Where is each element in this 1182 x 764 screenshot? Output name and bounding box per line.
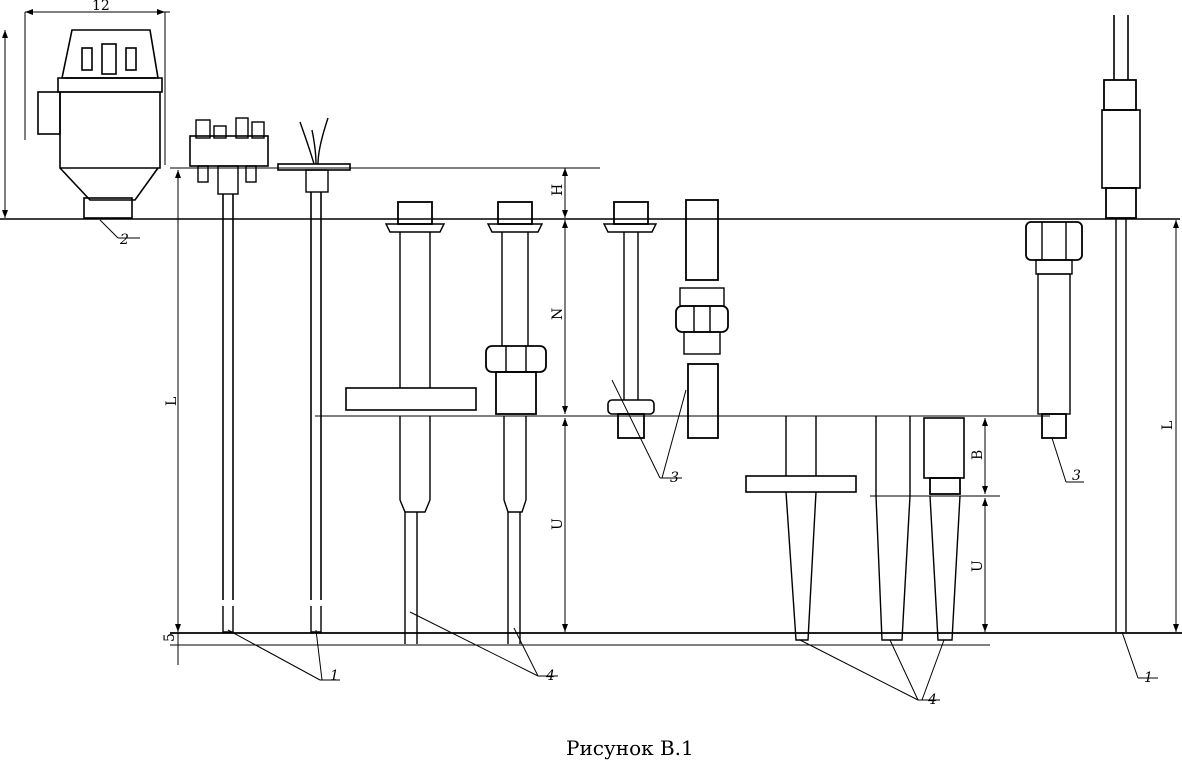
callout-2: 2 — [119, 232, 129, 248]
probe-short-nut — [602, 201, 658, 439]
dim-H: H — [550, 184, 566, 196]
probe-sleeve — [875, 416, 911, 641]
dim-head-width: 12 — [92, 0, 110, 14]
callout-3-right: 3 — [1072, 468, 1081, 484]
leader-lines — [227, 379, 1158, 701]
dimension-arrows — [2, 9, 1179, 632]
callout-1-left: 1 — [330, 668, 339, 684]
probe-coupling — [675, 199, 729, 439]
callout-3-mid: 3 — [670, 470, 679, 486]
figure-caption: Рисунок В.1 — [566, 736, 694, 760]
reference-lines — [0, 11, 1182, 646]
dim-U-left: U — [550, 518, 566, 530]
probe-terminal-block — [189, 117, 269, 633]
probe-flange — [345, 201, 477, 644]
probe-leads — [277, 117, 351, 633]
dimension-lines — [4, 30, 1177, 665]
callout-1-right: 1 — [1144, 670, 1153, 686]
probe-compression — [1025, 221, 1083, 439]
probe-threaded — [923, 417, 965, 641]
dim-five: 5 — [162, 633, 178, 642]
dim-N: N — [550, 308, 566, 320]
dim-B: B — [970, 450, 986, 460]
dim-L-right: L — [1160, 421, 1176, 430]
connection-head — [37, 29, 163, 219]
dim-L-left: L — [164, 397, 180, 406]
probe-short-flange — [745, 416, 857, 641]
probe-hex-fitting — [485, 201, 547, 644]
probe-cable — [1101, 15, 1141, 632]
dim-U-right: U — [970, 560, 986, 572]
callout-4-left: 4 — [545, 668, 555, 684]
callout-4-right: 4 — [927, 692, 937, 708]
